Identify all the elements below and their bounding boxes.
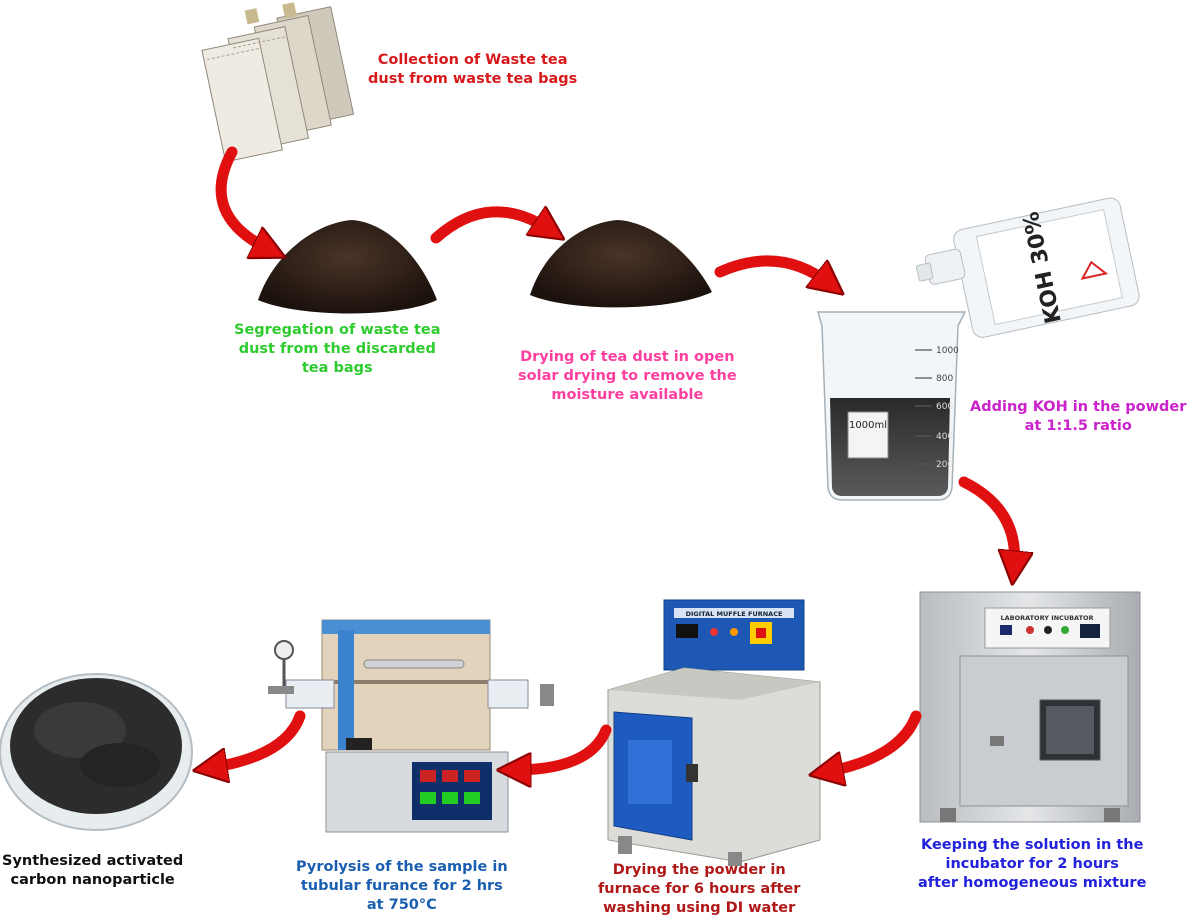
beaker-icon: 1000ml 1000 800 600 400 200 [817,311,967,501]
arrow-6 [514,724,612,770]
tea-dust-pile-icon [530,220,712,308]
beaker-volume-label: 1000ml [849,420,887,431]
label-koh: Adding KOH in the powder at 1:1.5 ratio [970,399,1187,434]
flow-arrows [210,146,1015,772]
label-segregation: Segregation of waste tea dust from the d… [234,322,441,376]
arrow-3 [714,255,830,284]
incubator-plate: LABORATORY INCUBATOR [1000,614,1093,622]
arrow-1 [215,146,270,250]
label-drying-solar: Drying of tea dust in open solar drying … [518,349,737,403]
arrow-7 [210,710,306,768]
beaker-mark: 200 [936,460,953,470]
koh-bottle-icon: KOH 30% [916,197,1140,338]
tea-dust-pile-icon [258,220,437,314]
label-pyrolysis: Pyrolysis of the sample in tubular furan… [296,859,508,913]
label-incubator: Keeping the solution in the incubator fo… [918,837,1147,891]
label-furnace: Drying the powder in furnace for 6 hours… [598,862,801,916]
carbon-dish-icon [0,673,193,831]
tea-bags-icon [201,2,355,163]
label-collection: Collection of Waste tea dust from waste … [368,52,578,87]
arrow-5 [826,710,922,772]
arrow-4 [958,476,1015,568]
muffle-furnace-icon: DIGITAL MUFFLE FURNACE [607,599,821,866]
incubator-icon: LABORATORY INCUBATOR [919,591,1141,823]
label-product: Synthesized activated carbon nanoparticl… [2,853,184,888]
muffle-plate: DIGITAL MUFFLE FURNACE [686,610,783,618]
arrow-2 [430,212,550,244]
tube-furnace-icon [268,619,554,833]
beaker-mark: 1000 [936,346,959,356]
beaker-mark: 400 [936,432,953,442]
beaker-mark: 800 [936,374,953,384]
beaker-mark: 600 [936,402,953,412]
